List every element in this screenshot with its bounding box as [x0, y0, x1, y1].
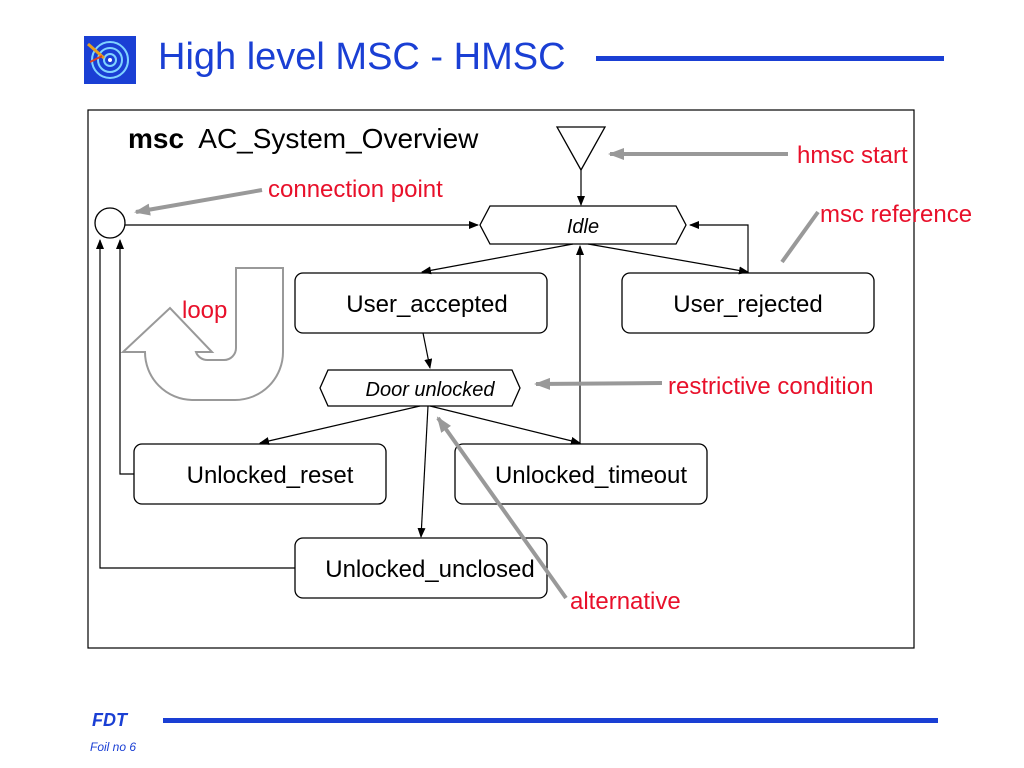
edge-user-accepted-to-door-unlocked [422, 332, 433, 369]
edge-unlocked-reset-to-connector [116, 239, 134, 475]
annot-arrow-restrictive-condition [534, 377, 663, 390]
ref-unlocked-reset-label: Unlocked_reset [187, 462, 354, 489]
edge-user-rejected-to-idle [689, 221, 749, 273]
annot-loop: loop [182, 297, 227, 324]
annot-msc-reference: msc reference [820, 201, 972, 228]
annot-hmsc-start: hmsc start [797, 142, 908, 169]
annot-arrow-connection-point [134, 188, 263, 216]
msc-heading: msc AC_System_Overview [128, 123, 479, 154]
ref-user-accepted-label: User_accepted [346, 291, 507, 318]
slide-title: High level MSC - HMSC [158, 36, 566, 78]
loop-arrow-icon [120, 267, 284, 401]
msc-name: AC_System_Overview [198, 123, 479, 154]
ref-user-rejected-label: User_rejected [673, 291, 822, 318]
edge-idle-to-user-accepted [421, 243, 574, 275]
footer-title: FDT [92, 710, 127, 730]
hmsc-start-symbol [555, 126, 607, 172]
edge-unlocked-unclosed-to-connector [96, 239, 295, 569]
condition-door-unlocked-label: Door unlocked [366, 379, 496, 401]
title-rule [596, 56, 944, 61]
edge-door-to-unlocked-timeout [429, 405, 581, 445]
ref-user-accepted [294, 272, 548, 334]
annot-restrictive-condition: restrictive condition [668, 373, 873, 400]
condition-door-unlocked [319, 369, 521, 407]
ref-unlocked-timeout-label: Unlocked_timeout [495, 462, 687, 489]
edge-idle-to-user-rejected [587, 243, 749, 275]
edge-door-to-unlocked-reset [259, 405, 421, 445]
annot-arrow-alternative [436, 416, 568, 600]
annot-alternative: alternative [570, 588, 681, 615]
connection-point-symbol [94, 207, 126, 239]
fdt-logo-icon [84, 36, 136, 84]
ref-unlocked-unclosed-label: Unlocked_unclosed [325, 556, 534, 583]
msc-keyword: msc [128, 123, 184, 154]
msc-frame [87, 109, 915, 649]
condition-idle-label: Idle [567, 216, 599, 238]
footer-rule [163, 718, 938, 723]
edge-door-to-unlocked-unclosed [417, 405, 429, 538]
footer-foil-number: Foil no 6 [90, 740, 137, 754]
annot-connection-point: connection point [268, 176, 443, 203]
ref-unlocked-timeout [454, 443, 708, 505]
condition-idle [479, 205, 687, 245]
annot-arrow-msc-reference [780, 210, 820, 264]
